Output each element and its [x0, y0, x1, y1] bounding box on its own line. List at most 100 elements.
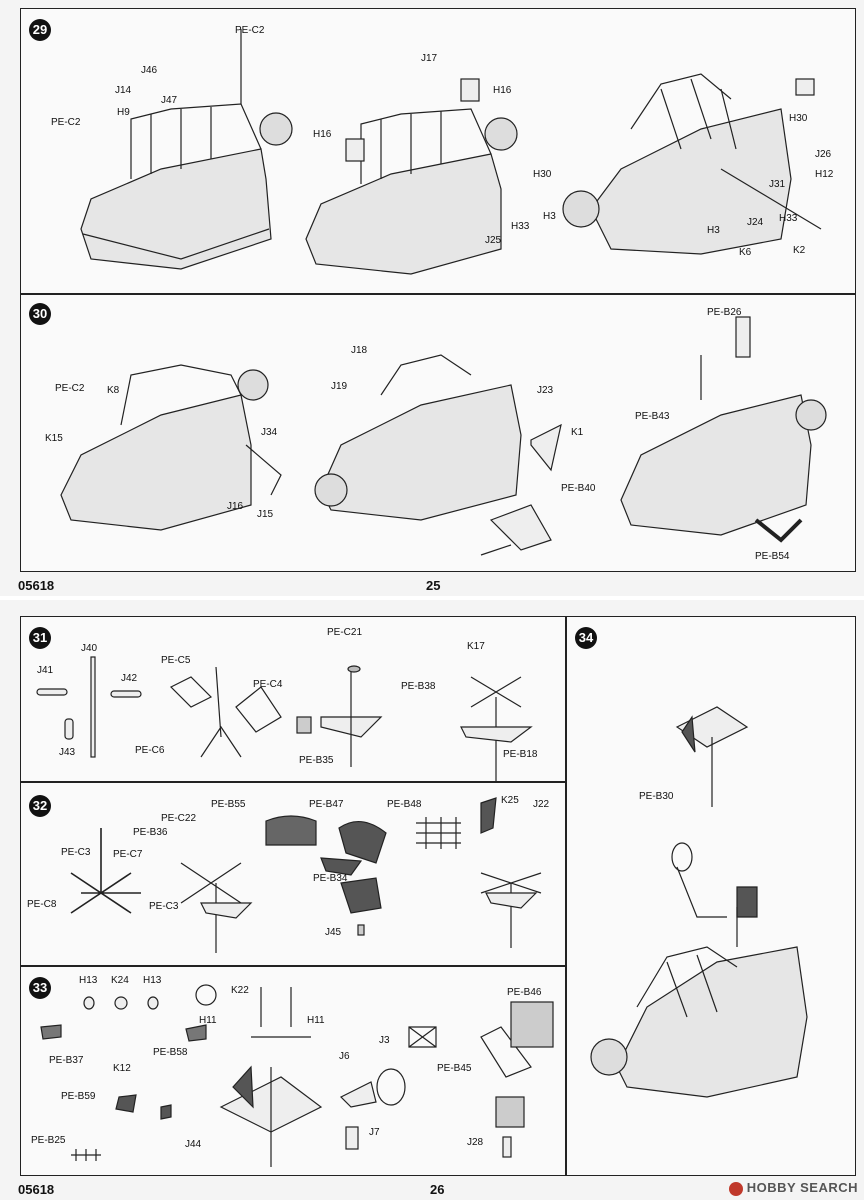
part-label: J23 [537, 385, 554, 396]
part-label: PE-C3 [61, 847, 91, 858]
part-label: PE-C2 [51, 117, 81, 128]
part-label: H30 [533, 169, 552, 180]
part-label: J40 [81, 643, 98, 654]
brand-logo-icon [728, 1182, 743, 1196]
part-label: J18 [351, 345, 368, 356]
step-30-drawing [60, 316, 827, 556]
watermark: HOBBY SEARCH [728, 1180, 858, 1196]
part-label: J25 [485, 235, 502, 246]
part-label: H13 [143, 975, 162, 986]
step-32-number: 32 [29, 795, 51, 817]
part-label: PE-B36 [133, 827, 168, 838]
part-label: H12 [815, 169, 834, 180]
part-label: PE-B46 [507, 987, 542, 998]
part-label: J44 [185, 1139, 202, 1150]
part-label: H16 [313, 129, 332, 140]
part-label: PE-B59 [61, 1091, 96, 1102]
instruction-page-25: 29 [0, 0, 864, 596]
part-label: PE-B37 [49, 1055, 84, 1066]
part-label: J34 [261, 427, 278, 438]
part-label: PE-C3 [149, 901, 179, 912]
step-34-panel: 34 PE-B30 [566, 616, 856, 1176]
part-label: H11 [199, 1015, 217, 1026]
step-29-number: 29 [29, 19, 51, 41]
part-label: PE-B18 [503, 749, 538, 760]
part-label: J19 [331, 381, 348, 392]
part-label: J15 [257, 509, 274, 520]
part-label: PE-B30 [639, 791, 674, 802]
part-label: H13 [79, 975, 98, 986]
part-label: J42 [121, 673, 138, 684]
step-33-number: 33 [29, 977, 51, 999]
part-label: K12 [113, 1063, 131, 1074]
part-label: PE-B25 [31, 1135, 66, 1146]
part-label: H3 [707, 225, 720, 236]
part-label: PE-B47 [309, 799, 344, 810]
part-label: H33 [511, 221, 530, 232]
part-label: J16 [227, 501, 244, 512]
step-32-drawing [70, 797, 542, 953]
step-30-number: 30 [29, 303, 51, 325]
part-label: H9 [117, 107, 130, 118]
watermark-text: HOBBY SEARCH [746, 1180, 858, 1196]
part-label: K8 [107, 385, 120, 396]
part-label: J22 [533, 799, 550, 810]
part-label: J45 [325, 927, 342, 938]
part-label: J7 [369, 1127, 380, 1138]
part-label: K22 [231, 985, 249, 996]
part-label: PE-B34 [313, 873, 348, 884]
page-number: 25 [426, 578, 441, 593]
part-label: K25 [501, 795, 519, 806]
part-label: PE-C21 [327, 627, 363, 638]
part-label: K6 [739, 247, 752, 258]
step-30-panel: 30 PE-C2 K8 K15 J34 J [20, 294, 856, 572]
part-label: PE-B58 [153, 1047, 188, 1058]
part-label: K17 [467, 641, 485, 652]
part-label: K15 [45, 433, 63, 444]
part-label: J14 [115, 85, 132, 96]
part-label: H33 [779, 213, 798, 224]
part-label: J47 [161, 95, 178, 106]
step-31-drawing [36, 656, 533, 781]
step-29-panel: 29 [20, 8, 856, 294]
part-label: J17 [421, 53, 438, 64]
part-label: PE-B54 [755, 551, 790, 562]
step-34-drawing [590, 706, 808, 1098]
part-label: H3 [543, 211, 556, 222]
part-label: PE-B55 [211, 799, 246, 810]
part-label: J46 [141, 65, 158, 76]
part-label: PE-B35 [299, 755, 334, 766]
product-code: 05618 [18, 578, 55, 593]
step-29-drawing [80, 29, 822, 275]
step-31-panel: 31 J40 J41 J42 J43 PE-C5 PE-C4 PE-C6 [20, 616, 566, 782]
part-label: PE-C2 [55, 383, 85, 394]
part-label: PE-B48 [387, 799, 422, 810]
step-33-drawing [40, 984, 554, 1167]
product-code: 05618 [18, 1182, 55, 1197]
step-32-panel: 32 PE-C22 PE-B55 PE-B36 PE-C3 PE-C7 PE-C… [20, 782, 566, 966]
part-label: PE-B26 [707, 307, 742, 318]
part-label: PE-C8 [27, 899, 57, 910]
part-label: K24 [111, 975, 129, 986]
part-label: J31 [769, 179, 786, 190]
part-label: J26 [815, 149, 832, 160]
part-label: PE-C7 [113, 849, 143, 860]
part-label: PE-C4 [253, 679, 283, 690]
part-label: J28 [467, 1137, 484, 1148]
part-label: J24 [747, 217, 764, 228]
part-label: J3 [379, 1035, 390, 1046]
step-33-panel: 33 [20, 966, 566, 1176]
part-label: H30 [789, 113, 808, 124]
part-label: K1 [571, 427, 584, 438]
part-label: K2 [793, 245, 806, 256]
part-label: PE-C22 [161, 813, 197, 824]
part-label: PE-B40 [561, 483, 596, 494]
part-label: J6 [339, 1051, 350, 1062]
instruction-page-26: 31 J40 J41 J42 J43 PE-C5 PE-C4 PE-C6 [0, 600, 864, 1200]
part-label: J41 [37, 665, 54, 676]
step-31-number: 31 [29, 627, 51, 649]
part-label: PE-B45 [437, 1063, 472, 1074]
part-label: J43 [59, 747, 76, 758]
part-label: PE-C6 [135, 745, 165, 756]
part-label: PE-C5 [161, 655, 191, 666]
